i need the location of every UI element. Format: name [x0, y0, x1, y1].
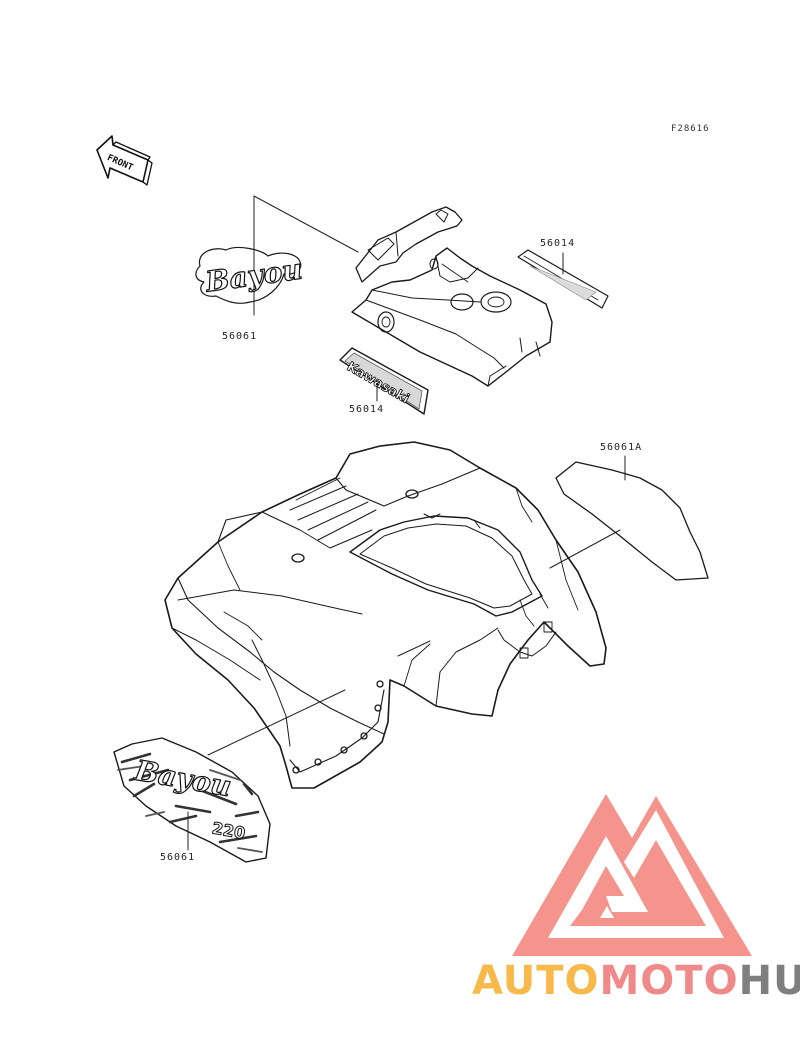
part-label-56061-bottom: 56061 [160, 852, 196, 863]
front-arrow-icon: FRONT [96, 135, 153, 186]
brand-hub: HUB [738, 958, 800, 1004]
leader-line [549, 529, 621, 569]
brand-auto: AUTO [472, 958, 600, 1004]
part-label-56061-top: 56061 [222, 331, 258, 342]
rear-fender-part [164, 441, 607, 789]
leader-lines [187, 195, 626, 851]
leader-line [207, 689, 346, 756]
model-number-text: 220 [211, 818, 247, 843]
part-label-56014-strip: 56014 [540, 238, 576, 249]
automotohub-logo-icon [512, 794, 752, 956]
diagram-reference-code: F28616 [671, 124, 710, 134]
brand-moto: MOTO [599, 958, 739, 1004]
strip-decal [517, 249, 609, 309]
brand-watermark: AUTOMOTOHUB [472, 958, 800, 1004]
part-label-56061a: 56061A [600, 442, 643, 453]
side-decal [555, 461, 709, 581]
bayou-220-decal: Bayou 220 [113, 737, 271, 863]
leader-line [397, 640, 431, 657]
bayou-decal-text: Bayou [203, 252, 305, 298]
bayou-decal-top: Bayou [195, 246, 305, 304]
part-label-56014-kawasaki: 56014 [349, 404, 385, 415]
bayou-220-text: Bayou [132, 754, 234, 804]
leader-line [253, 195, 359, 253]
front-cover-part [351, 206, 553, 387]
